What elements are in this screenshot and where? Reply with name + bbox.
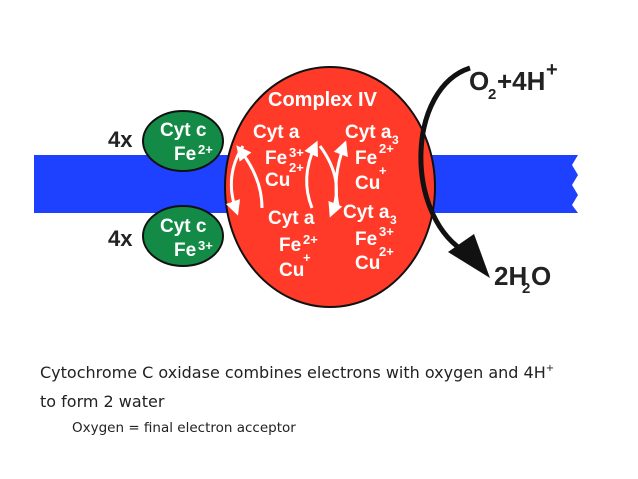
cytc-bottom-charge: 3+: [198, 238, 213, 253]
cyt-a3-lower-fe: Fe: [355, 229, 377, 250]
proton-charge: +: [546, 59, 558, 81]
cytc-bottom-oval: [142, 205, 224, 267]
cytc-bottom-name: Cyt c: [160, 216, 207, 237]
electron-arrow-right-up: [333, 140, 348, 207]
cyt-a-lower-label: Cyt a: [268, 208, 315, 229]
caption-line1-superscript: +: [545, 362, 555, 374]
cyt-a3-upper-fe-charge: 2+: [379, 141, 394, 156]
water-subscript: 2: [522, 280, 530, 297]
cytc-bottom-multiplier: 4x: [108, 226, 133, 251]
cytc-top-charge: 2+: [198, 142, 213, 157]
cyt-a3-lower-cu-charge: 2+: [379, 244, 394, 259]
proton-reactant: +4H: [497, 66, 545, 96]
cyt-a-upper-label: Cyt a: [253, 122, 300, 143]
cyt-a-lower-fe: Fe: [279, 235, 301, 256]
cyt-a3-upper-label: Cyt a: [345, 122, 392, 143]
complex-iv-oval: [224, 66, 436, 308]
cyt-a3-upper-fe: Fe: [355, 148, 377, 169]
cyt-a3-upper-cu: Cu: [355, 173, 380, 194]
cytc-top-oval: [142, 110, 224, 172]
cyt-a-upper-cu: Cu: [265, 170, 290, 191]
cyt-a3-lower-fe-charge: 3+: [379, 224, 394, 239]
caption-line1: Cytochrome C oxidase combines electrons …: [40, 363, 546, 382]
cytc-bottom-ion: Fe: [174, 240, 196, 261]
caption-note: Oxygen = final electron acceptor: [72, 420, 296, 436]
caption: Cytochrome C oxidase combines electrons …: [40, 358, 610, 416]
reaction-arrow: [418, 65, 471, 253]
cyt-a-upper-cu-charge: 2+: [289, 160, 304, 175]
complex-iv-title: Complex IV: [268, 89, 378, 111]
cyt-a-upper-fe-charge: 3+: [289, 145, 304, 160]
cytc-top-multiplier: 4x: [108, 127, 133, 152]
cyt-a3-upper-sub: 3: [392, 133, 399, 147]
electron-arrow-left-up: [236, 145, 264, 209]
membrane-jagged-edge: [572, 155, 590, 213]
cyt-a-lower-fe-charge: 2+: [303, 232, 318, 247]
oxygen-reactant: O: [469, 66, 489, 96]
cyt-a-lower-cu: Cu: [279, 260, 304, 281]
cyt-a-lower-cu-charge: +: [303, 250, 311, 265]
cytc-top-ion: Fe: [174, 144, 196, 165]
cyt-a3-lower-sub: 3: [390, 213, 397, 227]
cyt-a3-upper-cu-charge: +: [379, 163, 387, 178]
water-oxygen: O: [531, 261, 551, 291]
caption-line2: to form 2 water: [40, 392, 165, 411]
cyt-a3-lower-cu: Cu: [355, 253, 380, 274]
oxygen-subscript: 2: [488, 86, 496, 103]
water-product: 2H: [494, 261, 527, 291]
cyt-a3-lower-label: Cyt a: [343, 202, 390, 223]
cyt-a-upper-fe: Fe: [265, 148, 287, 169]
electron-arrow-mid-up: [304, 140, 318, 209]
cytc-top-name: Cyt c: [160, 120, 207, 141]
reaction-arrowhead: [448, 234, 490, 278]
